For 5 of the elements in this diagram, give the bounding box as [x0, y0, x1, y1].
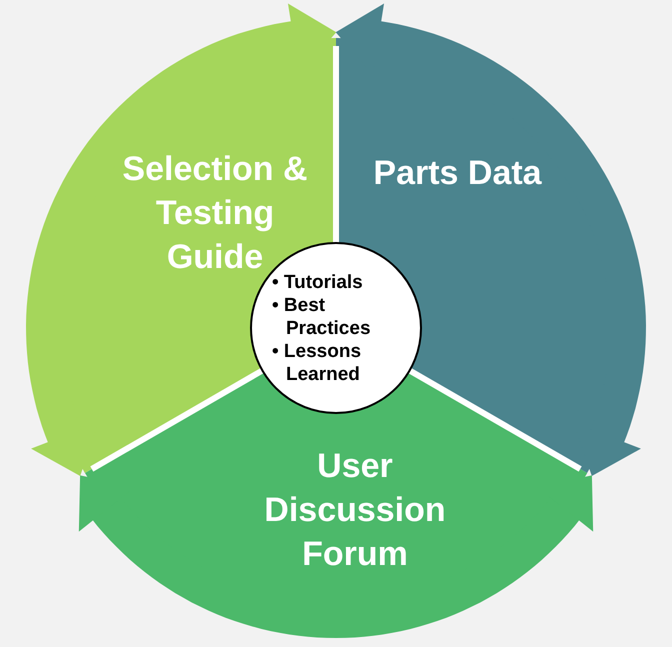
sector-title: Parts Data	[373, 152, 542, 194]
bullet-item: • Lessons Learned	[272, 340, 362, 386]
bullet-item: • Best Practices	[272, 294, 372, 340]
curved-arrow	[78, 475, 594, 638]
sector-title: User Discussion Forum	[263, 446, 447, 575]
